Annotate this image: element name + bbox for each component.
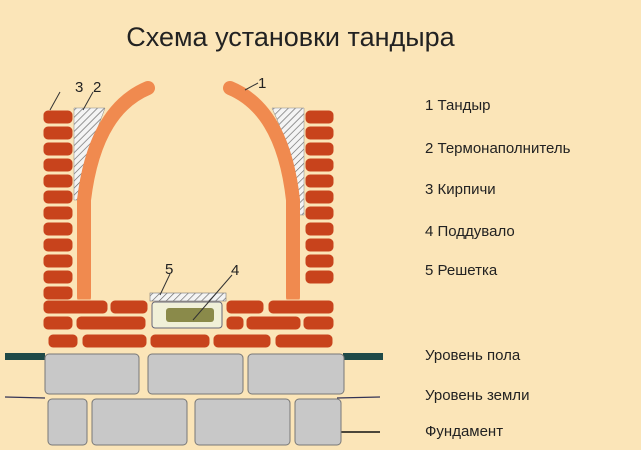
brick	[47, 333, 79, 349]
brick	[42, 269, 74, 285]
brick	[42, 109, 74, 125]
foundation-stones	[44, 353, 345, 446]
foundation-stone	[44, 353, 140, 395]
title-text: Схема установки тандыра	[126, 22, 455, 52]
floor-line-right	[343, 353, 383, 360]
brick	[81, 333, 148, 349]
ash-pit-opening	[166, 308, 214, 322]
brick	[302, 315, 335, 331]
foundation-stone	[194, 398, 291, 446]
grate	[149, 292, 227, 302]
marker-5: 5	[165, 261, 173, 278]
brick	[42, 173, 74, 189]
brick	[42, 221, 74, 237]
brick	[42, 125, 74, 141]
brick	[225, 299, 265, 315]
brick	[304, 109, 335, 125]
marker-4: 4	[231, 262, 239, 279]
leader-4	[192, 274, 233, 321]
foundation-stone	[294, 398, 342, 446]
brick	[245, 315, 302, 331]
leader-1	[244, 82, 259, 91]
foundation-stone	[147, 353, 244, 395]
brick	[42, 141, 74, 157]
brick	[42, 205, 74, 221]
brick	[304, 173, 335, 189]
brick	[42, 315, 74, 331]
legend-item-bricks: 3 Кирпичи	[425, 181, 496, 198]
brick	[149, 333, 211, 349]
brick-masonry	[42, 109, 335, 349]
ground-line-left	[4, 396, 46, 399]
brick	[304, 157, 335, 173]
legend-item-thermal-filler: 2 Термонаполнитель	[425, 140, 571, 157]
brick	[304, 253, 335, 269]
brick	[274, 333, 334, 349]
brick	[42, 189, 74, 205]
label-foundation: Фундамент	[425, 423, 504, 440]
label-ground-level: Уровень земли	[425, 387, 530, 404]
leader-5	[159, 273, 171, 296]
brick	[267, 299, 335, 315]
brick	[225, 315, 245, 331]
brick	[304, 189, 335, 205]
legend-item-grate: 5 Решетка	[425, 262, 498, 279]
brick	[42, 285, 74, 301]
brick	[109, 299, 149, 315]
brick	[42, 157, 74, 173]
ground-line-right	[336, 396, 381, 399]
tandoor-wall-right	[223, 81, 300, 304]
brick	[212, 333, 272, 349]
marker-2: 2	[93, 79, 101, 96]
brick	[42, 253, 74, 269]
brick	[304, 141, 335, 157]
leader-3	[49, 91, 61, 111]
brick	[42, 237, 74, 253]
leader-2	[82, 91, 94, 111]
brick	[304, 205, 335, 221]
marker-3: 3	[75, 79, 83, 96]
foundation-stone	[47, 398, 88, 446]
foundation-stone	[247, 353, 345, 395]
diagram-title: Схема установки тандыра	[0, 22, 641, 53]
tandoor-wall-left	[77, 81, 155, 304]
legend-item-ash-pit: 4 Поддувало	[425, 223, 515, 240]
brick	[75, 315, 147, 331]
brick	[304, 221, 335, 237]
label-floor-level: Уровень пола	[425, 347, 521, 364]
brick	[304, 269, 335, 285]
brick	[42, 299, 109, 315]
brick	[304, 237, 335, 253]
floor-line-left	[5, 353, 45, 360]
brick	[304, 125, 335, 141]
marker-1: 1	[258, 75, 266, 92]
foundation-stone	[91, 398, 188, 446]
legend-item-tandoor: 1 Тандыр	[425, 97, 491, 114]
